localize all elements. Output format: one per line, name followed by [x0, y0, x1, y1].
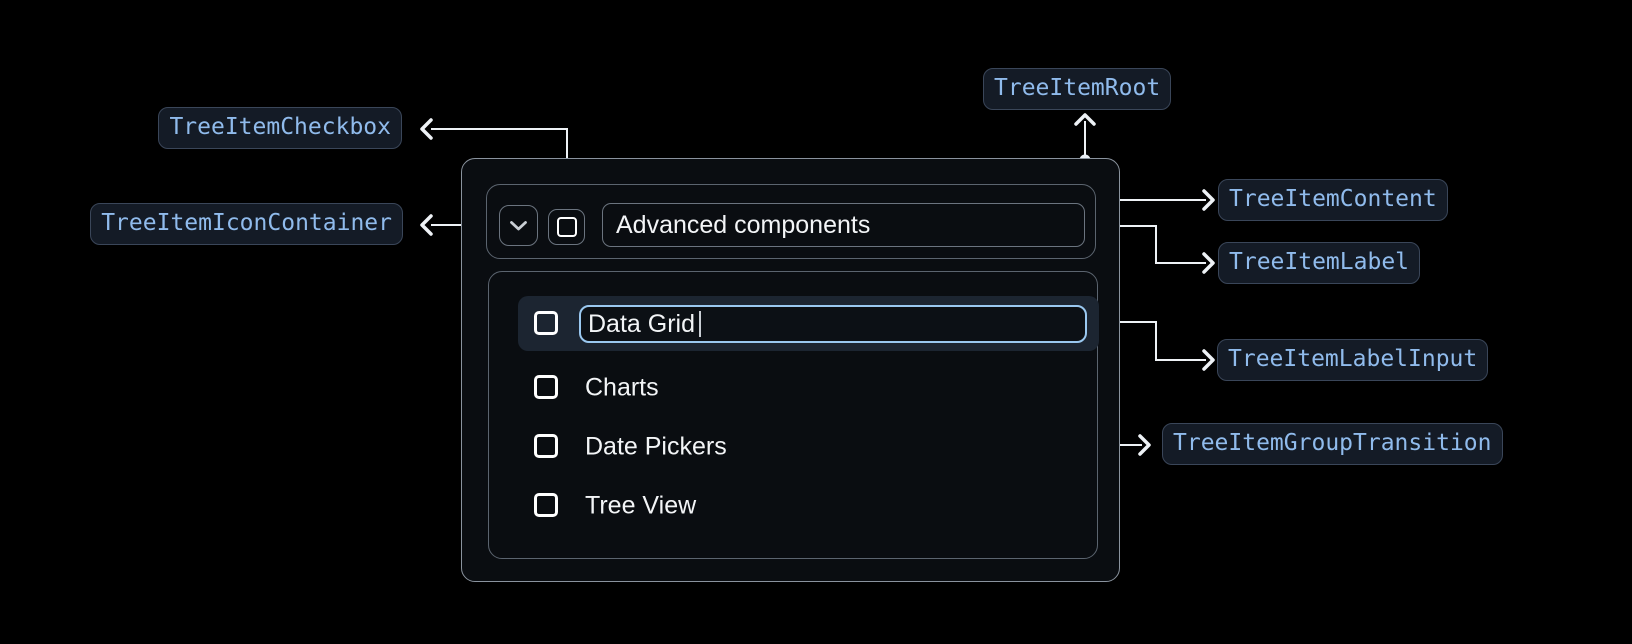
- checkbox-icon[interactable]: [534, 434, 558, 458]
- parent-label-text: Advanced components: [616, 210, 871, 239]
- tree-item-row-editing[interactable]: Data Grid: [518, 296, 1099, 351]
- checkbox-unchecked-icon: [556, 217, 577, 237]
- tree-item-group-transition: Data Grid Charts Date Pickers Tree View: [488, 271, 1099, 559]
- tree-item-label: Date Pickers: [585, 432, 727, 460]
- tree-item-label-input[interactable]: Data Grid: [579, 305, 1087, 343]
- tree-item-label: Tree View: [585, 491, 697, 519]
- checkbox-icon[interactable]: [534, 493, 558, 517]
- label-input-value: Data Grid: [588, 309, 695, 338]
- checkbox-icon[interactable]: [534, 311, 558, 335]
- tree-item-label[interactable]: Advanced components: [602, 203, 1085, 247]
- badge-tree-item-checkbox: TreeItemCheckbox: [158, 107, 402, 149]
- badge-tree-item-icon-container: TreeItemIconContainer: [90, 203, 403, 245]
- tree-item-label: Charts: [585, 373, 659, 401]
- badge-tree-item-root: TreeItemRoot: [983, 68, 1172, 110]
- expand-collapse-button[interactable]: [499, 205, 538, 246]
- tree-item-row[interactable]: Charts: [489, 360, 1099, 415]
- checkbox-icon[interactable]: [534, 375, 558, 399]
- tree-item-row[interactable]: Date Pickers: [489, 419, 1099, 474]
- badge-tree-item-label: TreeItemLabel: [1218, 242, 1421, 284]
- text-caret-icon: [698, 311, 702, 337]
- tree-item-content[interactable]: Advanced components: [486, 184, 1096, 259]
- badge-tree-item-label-input: TreeItemLabelInput: [1217, 339, 1489, 381]
- parent-item-checkbox[interactable]: [548, 209, 585, 245]
- badge-tree-item-group-transition: TreeItemGroupTransition: [1162, 423, 1503, 465]
- badge-tree-item-content: TreeItemContent: [1218, 179, 1448, 221]
- tree-item-root-panel: Advanced components Data Grid Charts Dat…: [461, 158, 1120, 582]
- tree-item-row[interactable]: Tree View: [489, 478, 1099, 533]
- chevron-down-icon: [510, 220, 527, 230]
